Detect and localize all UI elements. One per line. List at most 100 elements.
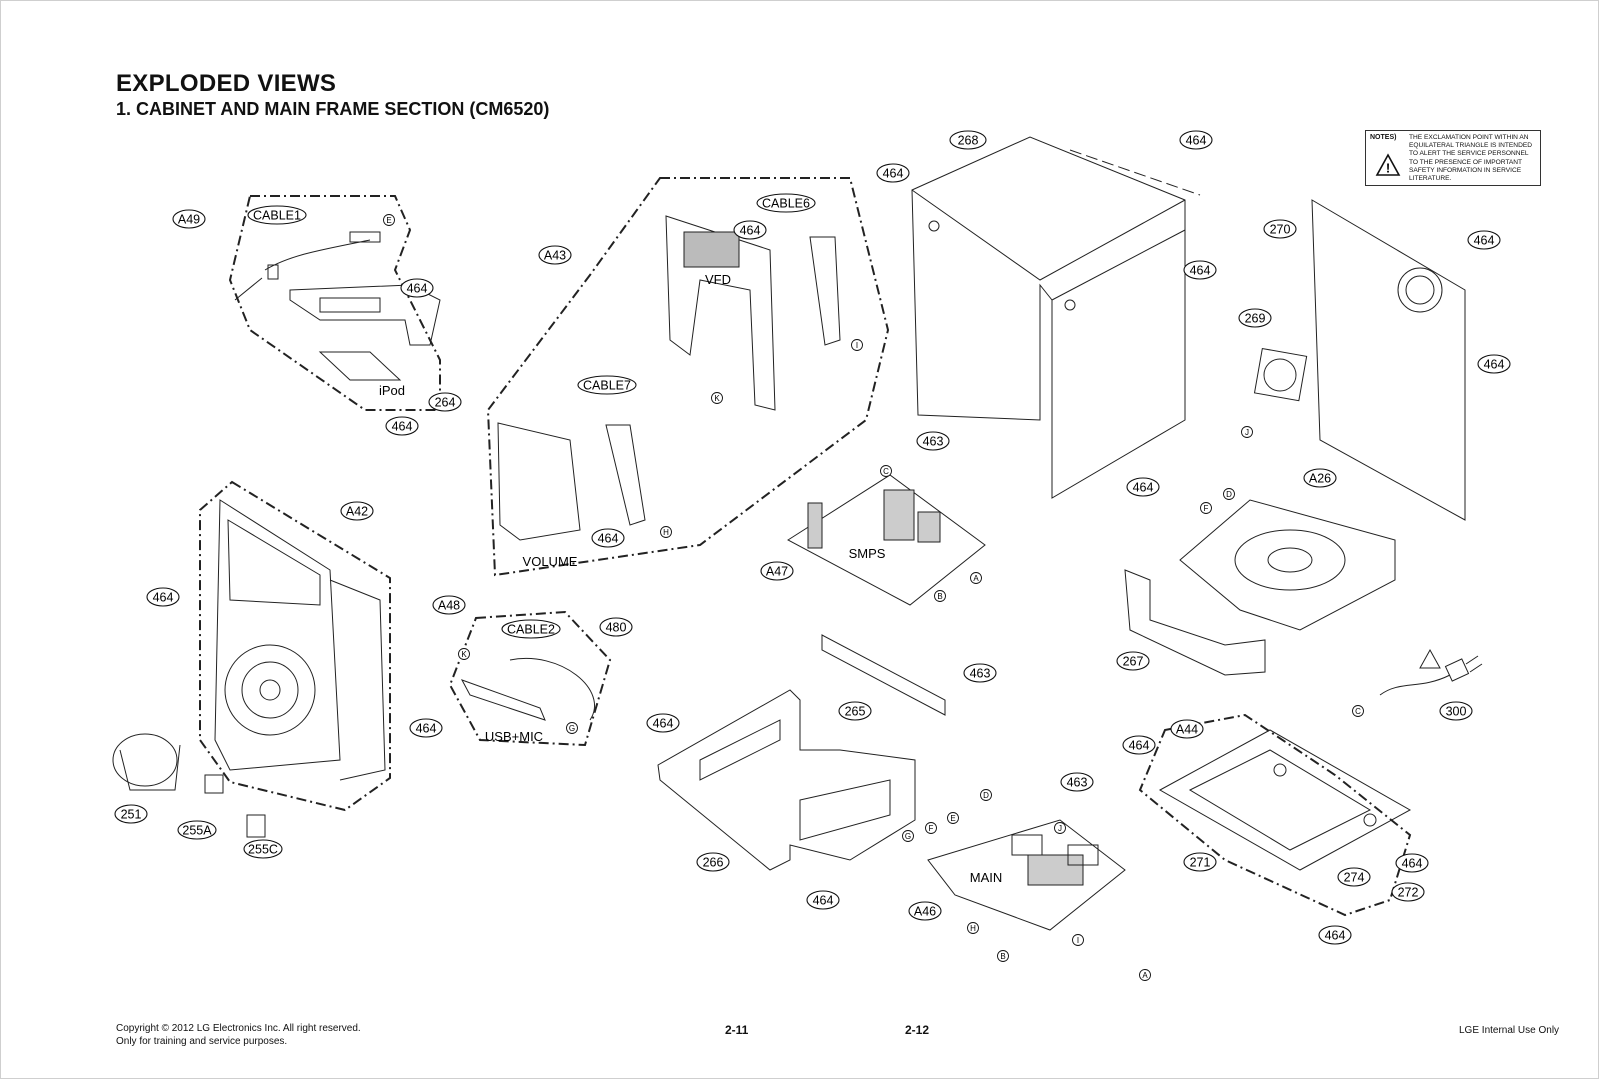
connector-marker: K: [458, 648, 470, 660]
part-label-464: 464: [646, 713, 680, 733]
part-label-cable7: CABLE7: [577, 375, 637, 395]
part-label-text: 464: [653, 717, 674, 731]
page-title: EXPLODED VIEWS: [116, 70, 337, 97]
board-text: USB+MIC: [485, 729, 543, 744]
board-text: VFD: [705, 272, 731, 287]
board-text: MAIN: [970, 870, 1003, 885]
part-label-464: 464: [1122, 735, 1156, 755]
part-label-300: 300: [1439, 701, 1473, 721]
cabinet-268: [911, 136, 1201, 499]
part-label-text: 464: [1484, 358, 1505, 372]
part-label-text: 464: [392, 420, 413, 434]
bottom-chassis-a44: [1138, 713, 1412, 917]
part-label-text: 255A: [182, 824, 212, 838]
part-label-265: 265: [838, 701, 872, 721]
part-label-text: 464: [1325, 929, 1346, 943]
part-label-text: 464: [1129, 739, 1150, 753]
page-number-right: 2-12: [905, 1023, 930, 1037]
part-label-464: 464: [1477, 354, 1511, 374]
part-label-text: A26: [1309, 472, 1331, 486]
connector-marker: A: [1139, 969, 1151, 981]
connector-letter: B: [937, 592, 942, 601]
part-label-text: CABLE7: [583, 379, 631, 393]
connector-marker: H: [967, 922, 979, 934]
connector-marker: K: [711, 392, 723, 404]
connector-marker: C: [880, 465, 892, 477]
part-label-text: 272: [1398, 886, 1419, 900]
part-label-464: 464: [1183, 260, 1217, 280]
part-label-text: 268: [958, 134, 979, 148]
part-label-text: 464: [740, 224, 761, 238]
part-label-464: 464: [1179, 130, 1213, 150]
part-label-text: 251: [121, 808, 142, 822]
connector-letter: F: [1204, 504, 1209, 513]
part-label-464: 464: [1318, 925, 1352, 945]
connector-letter: J: [1245, 428, 1249, 437]
part-label-266: 266: [696, 852, 730, 872]
power-cord-300: [1379, 648, 1483, 696]
part-label-text: 464: [1190, 264, 1211, 278]
part-label-464: 464: [733, 220, 767, 240]
part-label-264: 264: [428, 392, 462, 412]
part-label-274: 274: [1337, 867, 1371, 887]
part-label-463: 463: [1060, 772, 1094, 792]
part-label-251: 251: [114, 804, 148, 824]
connector-marker: J: [1241, 426, 1253, 438]
board-text: iPod: [379, 383, 405, 398]
part-label-text: 274: [1344, 871, 1365, 885]
cd-mechanism-a26: [1124, 499, 1396, 676]
part-label-text: CABLE6: [762, 197, 810, 211]
connector-marker: E: [383, 214, 395, 226]
connector-letter: A: [973, 574, 979, 583]
part-label-text: 270: [1270, 223, 1291, 237]
part-label-text: 264: [435, 396, 456, 410]
connector-marker: G: [566, 722, 578, 734]
part-label-text: 464: [416, 722, 437, 736]
connector-letter: G: [569, 724, 575, 733]
part-label-text: CABLE2: [507, 623, 555, 637]
part-label-255a: 255A: [177, 820, 217, 840]
part-label-text: 463: [1067, 776, 1088, 790]
part-label-463: 463: [916, 431, 950, 451]
part-label-a46: A46: [908, 901, 942, 921]
part-label-text: A46: [914, 905, 936, 919]
warning-triangle-icon: !: [1375, 153, 1401, 176]
part-label-text: 464: [153, 591, 174, 605]
part-label-text: 464: [1474, 234, 1495, 248]
connector-letter: H: [663, 528, 669, 537]
part-label-text: 463: [923, 435, 944, 449]
part-label-a26: A26: [1303, 468, 1337, 488]
part-label-464: 464: [409, 718, 443, 738]
part-label-text: 464: [407, 282, 428, 296]
part-label-255c: 255C: [243, 839, 283, 859]
page-number-left: 2-11: [725, 1023, 749, 1037]
part-label-464: 464: [806, 890, 840, 910]
group-a42: [112, 480, 391, 838]
part-label-text: 463: [970, 667, 991, 681]
part-label-text: 464: [883, 167, 904, 181]
part-label-text: A42: [346, 505, 368, 519]
part-label-464: 464: [1395, 853, 1429, 873]
part-label-a42: A42: [340, 501, 374, 521]
connector-marker: A: [970, 572, 982, 584]
bracket-265: [821, 634, 946, 716]
notes-label: NOTES): [1370, 134, 1397, 141]
part-label-268: 268: [949, 130, 987, 150]
board-text: VOLUME: [523, 554, 578, 569]
part-label-267: 267: [1116, 651, 1150, 671]
part-label-cable2: CABLE2: [501, 619, 561, 639]
part-label-464: 464: [385, 416, 419, 436]
board-text: SMPS: [849, 546, 886, 561]
part-label-text: A44: [1176, 723, 1198, 737]
part-label-464: 464: [400, 278, 434, 298]
connector-letter: J: [1058, 824, 1062, 833]
footer-internal-use: LGE Internal Use Only: [1459, 1025, 1560, 1036]
connector-letter: F: [929, 824, 934, 833]
footer-copyright: Copyright © 2012 LG Electronics Inc. All…: [116, 1022, 361, 1048]
connector-letter: D: [1226, 490, 1232, 499]
part-label-464: 464: [1467, 230, 1501, 250]
part-label-text: 271: [1190, 856, 1211, 870]
notes-box: NOTES) ! THE EXCLAMATION POINT WITHIN AN…: [1365, 130, 1541, 186]
connector-letter: I: [1077, 936, 1079, 945]
